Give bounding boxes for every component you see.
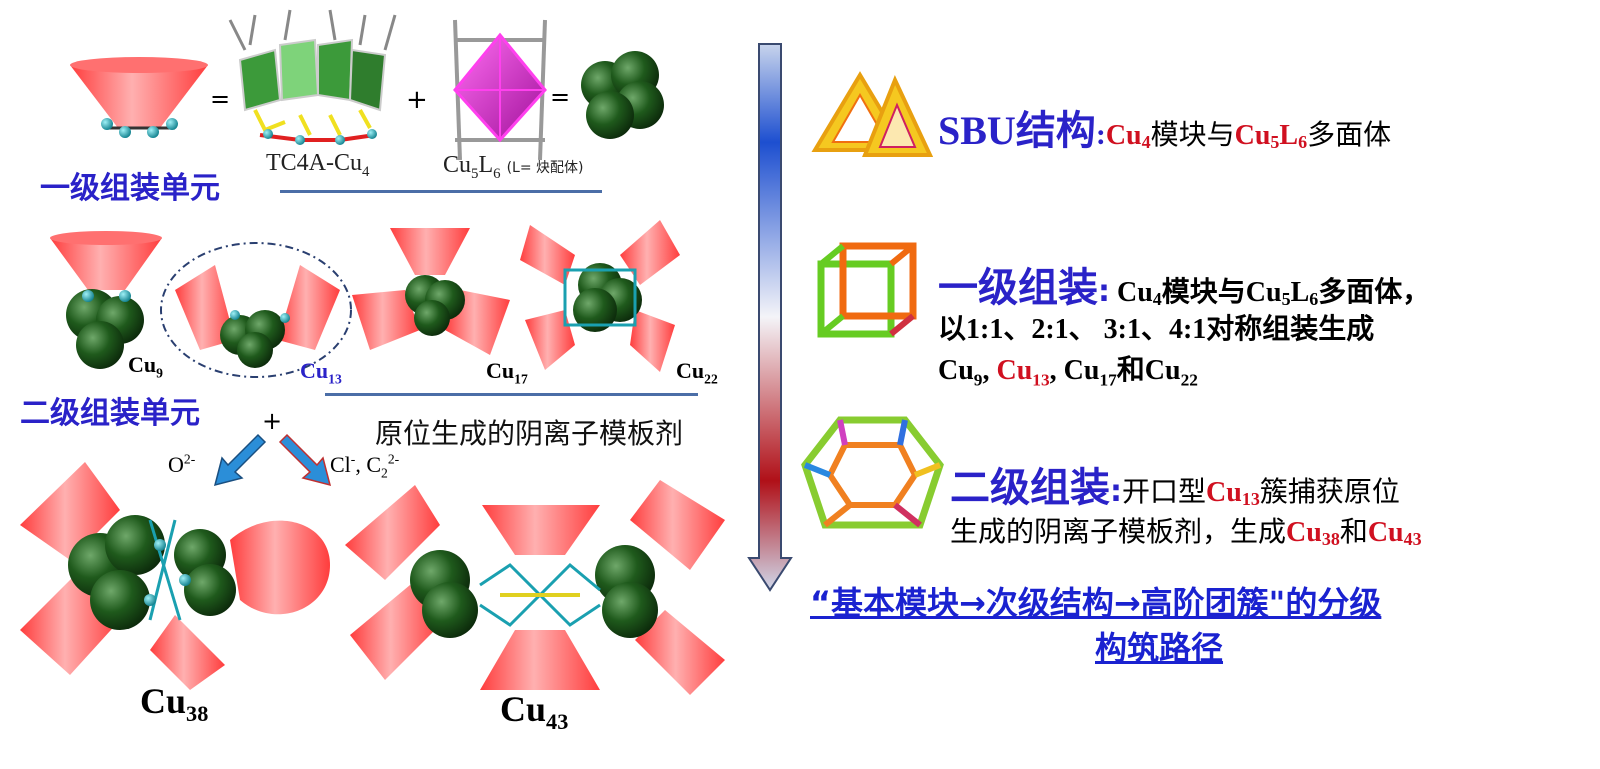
tc4a-cu4-structure-icon bbox=[228, 9, 397, 145]
primary-assembly-line1: 一级组装: Cu4模块与Cu5L6多面体， bbox=[938, 265, 1431, 311]
sbu-title: SBU结构 bbox=[938, 108, 1096, 153]
primary-unit-label: 一级组装单元 bbox=[40, 171, 220, 206]
right-down-arrow-icon bbox=[278, 433, 332, 487]
cu13-cluster-icon bbox=[160, 242, 352, 378]
primary-assembly-line2: 以1:1、2:1、 3:1、4:1对称组装生成 bbox=[938, 314, 1375, 345]
cu5l6-polyhedron-icon bbox=[453, 19, 547, 161]
pathway-title-line1[interactable]: “基本模块→次级结构→高阶团簇"的分级 bbox=[810, 584, 1382, 622]
divider-line-1 bbox=[280, 190, 602, 193]
cu9-cluster-icon bbox=[50, 231, 162, 369]
cu38-cluster-icon bbox=[20, 462, 330, 690]
divider-line-2 bbox=[325, 393, 698, 396]
secondary-unit-label: 二级组装单元 bbox=[20, 396, 200, 431]
plus-sign-1: + bbox=[406, 85, 428, 115]
tc4a-cu4-label: TC4A-Cu4 bbox=[266, 150, 370, 180]
plus-sign-2: + bbox=[262, 407, 283, 435]
cu17-label: Cu17 bbox=[486, 358, 528, 387]
secondary-assembly-line2: 生成的阴离子模板剂，生成Cu38和Cu43 bbox=[950, 515, 1422, 550]
cu5l6-label: Cu5L6 (L= 炔配体) bbox=[443, 152, 584, 182]
equals-sign-2: = bbox=[550, 83, 571, 111]
cu22-cluster-icon bbox=[520, 220, 680, 372]
cu9-label: Cu9 bbox=[128, 352, 163, 381]
cube-magnet-icon bbox=[817, 242, 917, 338]
cu43-label: Cu43 bbox=[500, 689, 569, 735]
cu13-label: Cu13 bbox=[300, 358, 342, 387]
left-illustration bbox=[20, 9, 725, 695]
cu43-cluster-icon bbox=[345, 480, 725, 695]
primary-assembly-title: 一级组装 bbox=[938, 265, 1098, 311]
ligand-note: (L= 炔配体) bbox=[506, 160, 584, 176]
equals-sign-1: = bbox=[210, 85, 231, 113]
secondary-assembly-title: 二级组装 bbox=[950, 465, 1110, 511]
secondary-assembly-line1: 二级组装:开口型Cu13簇捕获原位 bbox=[950, 465, 1400, 511]
triangle-magnet-icon bbox=[811, 71, 934, 157]
left-down-arrow-icon bbox=[213, 433, 267, 487]
chloride-acetylide-label: Cl-, C22- bbox=[330, 451, 400, 481]
cu38-label: Cu38 bbox=[140, 681, 209, 727]
cone-icon bbox=[70, 57, 208, 138]
oxide-label: O2- bbox=[168, 451, 196, 477]
hierarchy-down-arrow-icon bbox=[747, 43, 793, 592]
primary-assembly-line3: Cu9, Cu13, Cu17和Cu22 bbox=[938, 355, 1198, 390]
pathway-title-line2[interactable]: 构筑路径 bbox=[1095, 629, 1224, 667]
cu22-label: Cu22 bbox=[676, 358, 718, 387]
green-cluster-icon bbox=[581, 51, 664, 139]
cu17-cluster-icon bbox=[352, 228, 510, 355]
polyhedron-magnet-icon bbox=[801, 416, 944, 529]
template-label: 原位生成的阴离子模板剂 bbox=[375, 417, 684, 450]
sbu-description: SBU结构:Cu4模块与Cu5L6多面体 bbox=[938, 108, 1392, 153]
